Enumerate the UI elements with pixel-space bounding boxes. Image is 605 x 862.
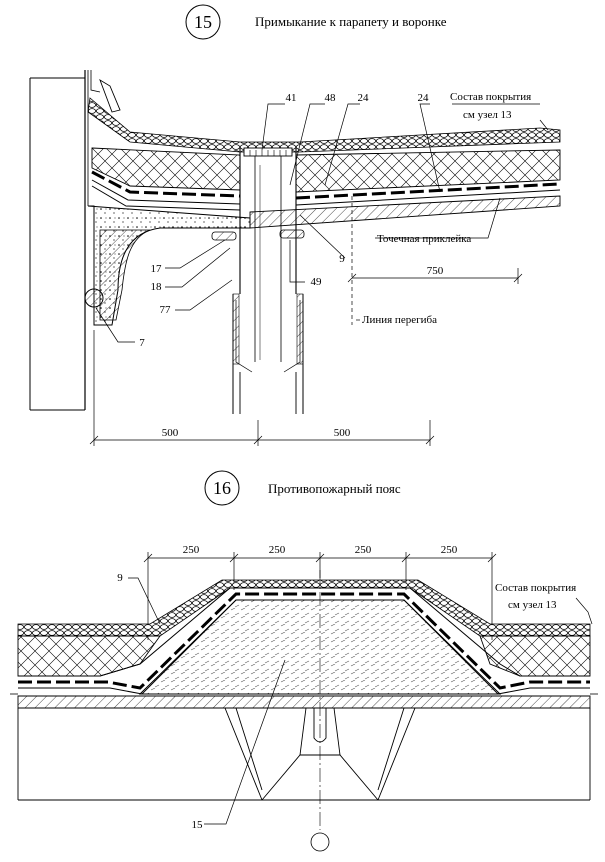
drain-funnel: [232, 147, 304, 414]
dim-250-4: 250: [441, 544, 458, 556]
dimension-lines-15: [89, 196, 523, 446]
node-16-number-circle: [204, 470, 240, 506]
dim-500-right: 500: [334, 427, 351, 439]
callout-15-16: 15: [192, 819, 204, 831]
gravel-top: [87, 97, 561, 153]
node-15-number: 15: [194, 12, 212, 32]
callout-9: 9: [339, 253, 345, 265]
callout-41: 41: [286, 92, 297, 104]
callout-7: 7: [139, 337, 145, 349]
leader-lines-16: [128, 577, 593, 825]
node-16-number: 16: [213, 478, 231, 498]
insulation-side-left: [17, 635, 161, 677]
clamp-flange-right: [279, 229, 305, 239]
insulation-left: [91, 147, 241, 191]
dimension-lines-16: [143, 552, 497, 640]
dim-750: 750: [427, 265, 444, 277]
insulation-side-right: [479, 635, 591, 677]
callout-24-a: 24: [358, 92, 370, 104]
composition-label-16-line1: Состав покрытия: [495, 582, 576, 594]
composition-label-16-line2: см узел 13: [508, 599, 557, 611]
callout-9-16: 9: [117, 572, 123, 584]
composition-label-15-line2: см узел 13: [463, 109, 512, 121]
leader-lines-15: [95, 103, 549, 343]
dim-500-left: 500: [162, 427, 179, 439]
gravel-top-16: [17, 579, 591, 637]
sealing-cord: [84, 288, 104, 308]
spot-glue-label: Точечная приклейка: [377, 233, 471, 245]
membrane-layers: [91, 170, 561, 211]
clamp-flange-left: [211, 231, 237, 241]
callout-17: 17: [151, 263, 163, 275]
callout-77: 77: [160, 304, 172, 316]
dim-250-1: 250: [183, 544, 200, 556]
dim-250-2: 250: [269, 544, 286, 556]
center-joint: [313, 708, 327, 743]
callout-18: 18: [151, 281, 163, 293]
node-15-number-circle: [185, 4, 221, 40]
node-16-title: Противопожарный пояс: [268, 481, 401, 496]
composition-label-15-line1: Состав покрытия: [450, 91, 531, 103]
dim-250-3: 250: [355, 544, 372, 556]
bend-line-label: Линия перегиба: [362, 314, 437, 326]
deck-slab: [249, 195, 561, 229]
parapet-wall: [29, 70, 121, 411]
axis-marker: [310, 832, 330, 852]
insulation-right: [295, 149, 561, 193]
deck-plate: [17, 695, 591, 709]
node-15: 15 Примыкание к парапету и воронке: [29, 4, 561, 446]
node-15-title: Примыкание к парапету и воронке: [255, 14, 447, 29]
steel-profile-deck: [17, 707, 591, 801]
callout-24-b: 24: [418, 92, 430, 104]
callout-49: 49: [311, 276, 323, 288]
node-16: 16 Противопожарный пояс 250 250 250 250: [10, 470, 598, 852]
callout-48: 48: [325, 92, 337, 104]
